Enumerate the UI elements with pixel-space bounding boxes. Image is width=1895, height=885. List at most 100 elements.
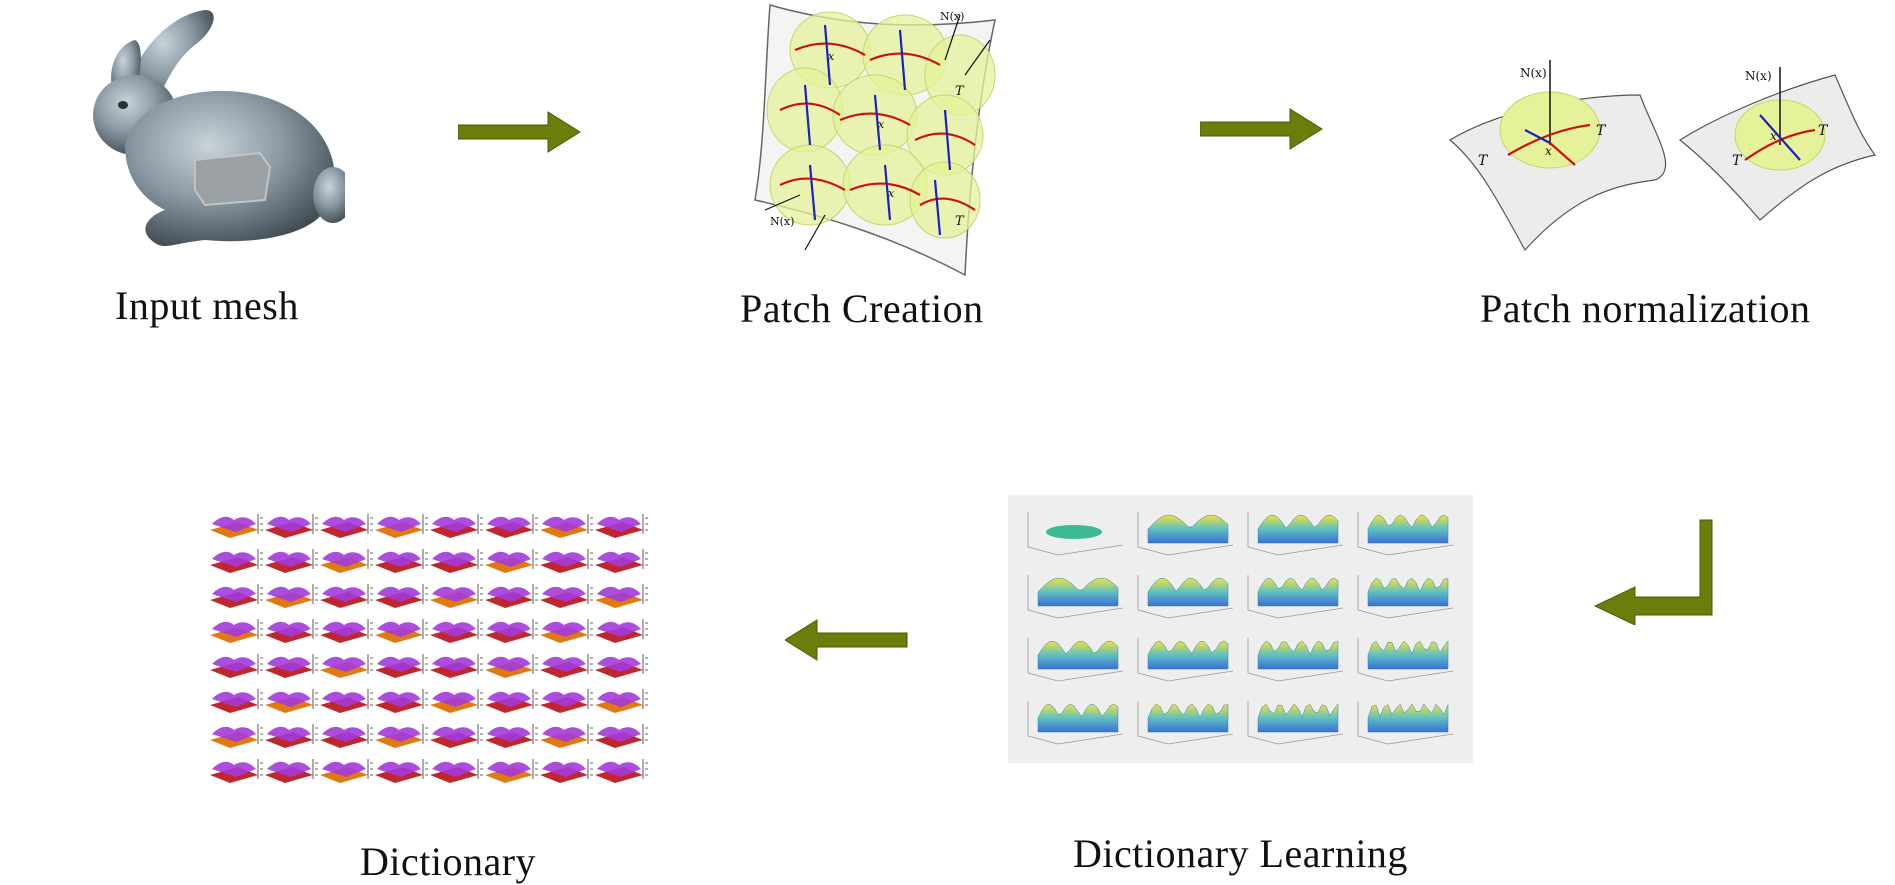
dictionary-atom-plot <box>320 549 373 573</box>
dictionary-atom-plot <box>320 689 373 713</box>
dictionary-atom-plot <box>210 689 263 713</box>
normalization-tangent2-label: T <box>1596 123 1607 139</box>
stage-label-dictionary-learning: Dictionary Learning <box>1073 831 1408 876</box>
dictionary-atom-plot <box>210 619 263 643</box>
input-mesh-image <box>55 5 345 255</box>
dictionary-atom-plot <box>265 549 318 573</box>
dictionary-atom-plot <box>265 619 318 643</box>
dictionary-atom-plot <box>320 759 373 783</box>
dictionary-atom-plot <box>485 514 538 538</box>
stage-label-patch-normalization: Patch normalization <box>1480 286 1811 331</box>
normalization-tangent1-label-2: T <box>1732 153 1743 169</box>
dictionary-atom-plot <box>540 724 593 748</box>
dictionary-learning-grid <box>1027 512 1454 745</box>
dictionary-atom-plot <box>320 584 373 608</box>
dictionary-image <box>205 505 655 787</box>
dictionary-atom-plot <box>595 549 648 573</box>
learning-atom-plot <box>1137 512 1234 556</box>
learning-atom-plot <box>1357 512 1454 556</box>
dictionary-atom-plot <box>485 689 538 713</box>
dictionary-atom-plot <box>430 619 483 643</box>
dictionary-atom-plot <box>595 654 648 678</box>
patch-creation-tangent-label: T <box>955 84 965 99</box>
learning-atom-plot <box>1027 575 1124 619</box>
dictionary-atom-plot <box>430 584 483 608</box>
dictionary-atom-plot <box>375 549 428 573</box>
dictionary-atom-plot <box>320 619 373 643</box>
stage-label-dictionary: Dictionary <box>360 839 537 884</box>
dictionary-atom-plot <box>375 584 428 608</box>
dictionary-atom-plot <box>540 514 593 538</box>
dictionary-atom-plot <box>595 514 648 538</box>
normalization-normal-label-2: N(x) <box>1745 69 1772 83</box>
flow-arrow-elbow <box>1590 515 1720 625</box>
dictionary-atom-plot <box>265 689 318 713</box>
dictionary-atom-plot <box>210 584 263 608</box>
normalization-normal-label: N(x) <box>1520 66 1547 80</box>
dictionary-atom-plot <box>595 619 648 643</box>
dictionary-atom-plot <box>320 724 373 748</box>
dictionary-atom-plot <box>430 759 483 783</box>
stage-label-input-mesh: Input mesh <box>115 283 299 328</box>
patch-normalization-image: N(x) x T T N(x) x T T <box>1440 55 1880 255</box>
patch-creation-point-label: x <box>828 50 835 63</box>
dictionary-atom-plot <box>375 759 428 783</box>
dictionary-atom-plot <box>485 584 538 608</box>
dictionary-atom-plot <box>210 724 263 748</box>
patch-creation-point-label-3: x <box>888 187 895 200</box>
learning-atom-plot <box>1137 701 1234 745</box>
dictionary-learning-image <box>1008 495 1473 763</box>
dictionary-atom-plot <box>210 759 263 783</box>
dictionary-atom-plot <box>320 514 373 538</box>
normalization-point-label: x <box>1545 144 1552 158</box>
patch-creation-normal-label-2: N(x) <box>770 215 794 228</box>
learning-atom-plot <box>1247 575 1344 619</box>
patch-creation-image: N(x) N(x) x x x T T <box>740 0 1010 282</box>
normalization-tangent2-label-2: T <box>1818 123 1829 139</box>
learning-atom-plot <box>1357 575 1454 619</box>
dictionary-atom-plot <box>540 654 593 678</box>
dictionary-atom-plot <box>485 759 538 783</box>
learning-atom-plot <box>1247 512 1344 556</box>
normalization-tangent1-label: T <box>1478 153 1489 169</box>
dictionary-atom-plot <box>265 759 318 783</box>
patch-creation-tangent-label-2: T <box>955 214 965 229</box>
dictionary-atom-plot <box>595 584 648 608</box>
dictionary-atom-plot <box>375 654 428 678</box>
learning-atom-plot <box>1247 638 1344 682</box>
dictionary-atom-plot <box>430 514 483 538</box>
dictionary-atom-plot <box>540 584 593 608</box>
dictionary-atom-plot <box>375 514 428 538</box>
dictionary-atom-plot <box>265 724 318 748</box>
flow-arrow-left <box>785 618 910 662</box>
dictionary-atom-plot <box>430 654 483 678</box>
learning-atom-plot <box>1027 512 1124 556</box>
dictionary-atom-plot <box>320 654 373 678</box>
dictionary-atom-plot <box>540 549 593 573</box>
dictionary-atom-plot <box>430 689 483 713</box>
dictionary-atom-plot <box>265 584 318 608</box>
dictionary-atom-plot <box>540 759 593 783</box>
dictionary-atom-plot <box>210 514 263 538</box>
dictionary-atom-plot <box>265 514 318 538</box>
learning-atom-plot <box>1137 638 1234 682</box>
patch-creation-normal-label: N(x) <box>940 10 964 23</box>
dictionary-atom-plot <box>485 549 538 573</box>
learning-atom-plot <box>1027 638 1124 682</box>
learning-atom-plot <box>1247 701 1344 745</box>
dictionary-atom-plot <box>375 689 428 713</box>
learning-atom-plot <box>1357 701 1454 745</box>
dictionary-atom-plot <box>430 549 483 573</box>
dictionary-atom-plot <box>375 619 428 643</box>
dictionary-atom-plot <box>540 619 593 643</box>
dictionary-atom-plot <box>595 759 648 783</box>
dictionary-atom-plot <box>485 654 538 678</box>
flow-arrow-right-2 <box>1200 107 1325 151</box>
learning-atom-plot <box>1027 701 1124 745</box>
dictionary-atom-plot <box>210 654 263 678</box>
patch-creation-point-label-2: x <box>878 118 885 131</box>
normalization-point-label-2: x <box>1770 129 1777 143</box>
dictionary-atom-plot <box>375 724 428 748</box>
flow-arrow-right-1 <box>458 110 583 154</box>
learning-atom-plot <box>1357 638 1454 682</box>
